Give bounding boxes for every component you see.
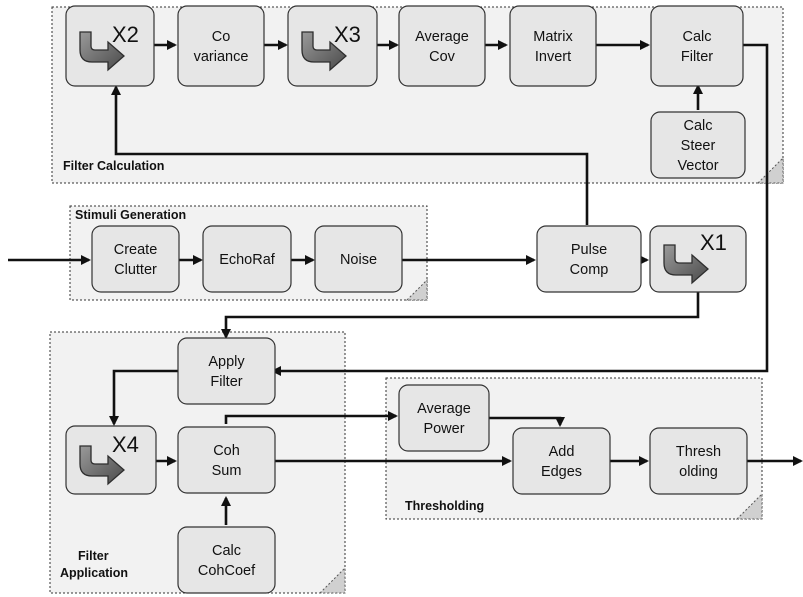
node-label: Comp	[570, 262, 609, 278]
node-label: CohCoef	[198, 563, 256, 579]
node-label: Average	[417, 401, 471, 417]
node-label: Co	[212, 29, 231, 45]
node-label: olding	[679, 464, 718, 480]
iteration-x4: X4	[65, 425, 157, 495]
node-label: Sum	[212, 463, 242, 479]
group-label-filter-calculation: Filter Calculation	[63, 159, 164, 173]
node-noise: Noise	[314, 225, 403, 293]
group-label-filter-application-1: Filter	[78, 549, 109, 563]
node-label: Vector	[677, 158, 718, 174]
node-label: Filter	[681, 49, 713, 65]
node-label: Create	[114, 242, 158, 258]
node-label: Calc	[682, 29, 711, 45]
node-label: Noise	[340, 252, 377, 268]
node-label: Power	[423, 421, 464, 437]
loop-arrow-icon	[301, 31, 347, 72]
iteration-label: X3	[334, 22, 361, 47]
node-label: Pulse	[571, 242, 607, 258]
edge-calc-filter-to-apply-filter	[271, 43, 769, 376]
node-label: variance	[194, 49, 249, 65]
edge-average-power-to-add-edges	[487, 416, 565, 427]
iteration-label: X4	[112, 432, 139, 457]
iteration-x3: X3	[287, 5, 378, 87]
nodes: CovarianceAverageCovMatrixInvertCalcFilt…	[65, 5, 748, 594]
loop-arrow-icon	[663, 244, 709, 285]
node-echoraf: EchoRaf	[202, 225, 292, 293]
node-label: Calc	[683, 118, 712, 134]
node-label: Filter	[210, 374, 242, 390]
group-label-filter-application-2: Application	[60, 566, 128, 580]
node-label: Coh	[213, 443, 240, 459]
node-label: Thresh	[676, 444, 721, 460]
node-label: EchoRaf	[219, 252, 276, 268]
edge-apply-filter-to-x4	[109, 369, 180, 426]
node-label: Edges	[541, 464, 582, 480]
group-label-stimuli-generation: Stimuli Generation	[75, 208, 186, 222]
iteration-label: X1	[700, 230, 727, 255]
node-label: Add	[549, 444, 575, 460]
iteration-x2: X2	[65, 5, 155, 87]
iteration-label: X2	[112, 22, 139, 47]
node-thresholding: Thresh olding	[649, 427, 748, 495]
loop-arrow-icon	[79, 31, 125, 72]
edges	[8, 40, 803, 525]
edge-pulse-comp-to-x2	[111, 85, 589, 225]
node-label: Apply	[208, 354, 245, 370]
group-label-thresholding: Thresholding	[405, 499, 484, 513]
node-label: Calc	[212, 543, 241, 559]
edge-x1-to-apply-filter	[221, 292, 700, 339]
node-label: Matrix	[533, 29, 573, 45]
edge-coh-sum-to-average-power	[224, 411, 398, 424]
loop-arrow-icon	[79, 445, 125, 486]
node-label: Average	[415, 29, 469, 45]
node-label: Clutter	[114, 262, 157, 278]
node-covariance: Co variance	[177, 5, 265, 87]
node-label: Steer	[681, 138, 716, 154]
iteration-x1: X1	[649, 225, 747, 293]
node-label: Cov	[429, 49, 456, 65]
node-label: Invert	[535, 49, 571, 65]
